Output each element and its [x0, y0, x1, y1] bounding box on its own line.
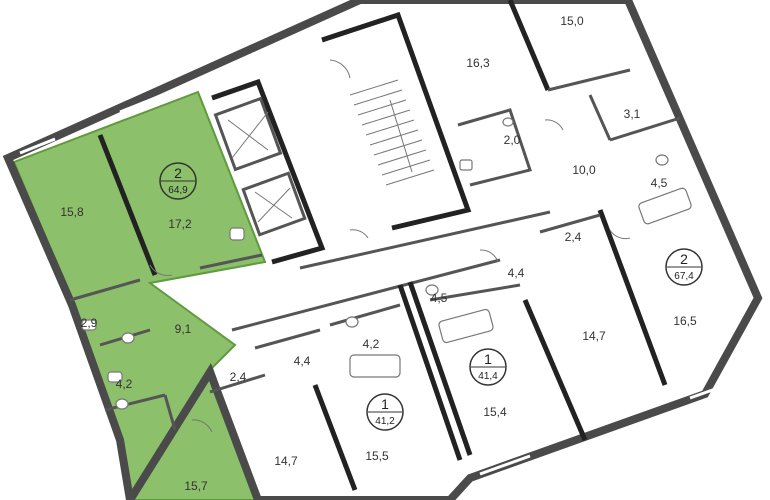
door-swings: [149, 59, 631, 433]
apartment-badge[interactable]: 2 64,9: [159, 162, 197, 200]
room-area-label: 4,5: [651, 176, 668, 190]
room-area-label: 15,7: [184, 479, 208, 493]
room-area-label: 15,8: [60, 205, 84, 219]
room-area-label: 15,4: [483, 405, 507, 419]
room-area-label: 14,7: [582, 329, 606, 343]
room-area-label: 4,2: [116, 377, 133, 391]
room-area-label: 2,4: [565, 230, 582, 244]
apartment-room-count: 2: [174, 165, 182, 181]
room-area-label: 4,2: [363, 337, 380, 351]
apartment-total-area: 41,4: [478, 371, 498, 382]
room-area-label: 17,2: [168, 217, 192, 231]
room-area-label: 15,0: [560, 14, 584, 28]
room-area-label: 14,7: [274, 454, 298, 468]
room-area-label: 2,9: [81, 316, 98, 330]
room-area-label: 16,5: [673, 314, 697, 328]
room-labels: 15,8 17,2 2,9 9,1 4,2 15,7 16,3 15,0 3,1…: [60, 14, 697, 493]
apartment-badge[interactable]: 2 67,4: [665, 248, 703, 286]
interior-walls: [69, 0, 681, 491]
apartment-badge[interactable]: 1 41,2: [366, 393, 404, 431]
room-area-label: 16,3: [466, 56, 490, 70]
room-area-label: 2,4: [230, 370, 247, 384]
room-area-label: 4,4: [294, 354, 311, 368]
apartment-room-count: 1: [484, 351, 492, 367]
room-area-label: 10,0: [572, 163, 596, 177]
room-area-label: 4,5: [431, 291, 448, 305]
room-area-label: 2,0: [504, 133, 521, 147]
bathroom-fixtures: [81, 117, 692, 410]
staircase: [349, 79, 435, 186]
room-area-label: 15,5: [365, 449, 389, 463]
apartment-room-count: 1: [381, 396, 389, 412]
apartment-badge[interactable]: 1 41,4: [469, 348, 507, 386]
room-area-label: 3,1: [624, 107, 641, 121]
room-area-label: 9,1: [175, 322, 192, 336]
room-area-label: 4,4: [508, 266, 525, 280]
apartment-room-count: 2: [680, 251, 688, 267]
apartment-total-area: 41,2: [375, 416, 395, 427]
apartment-total-area: 67,4: [674, 271, 694, 282]
elevator-shafts: [227, 111, 293, 223]
apartment-total-area: 64,9: [168, 185, 188, 196]
